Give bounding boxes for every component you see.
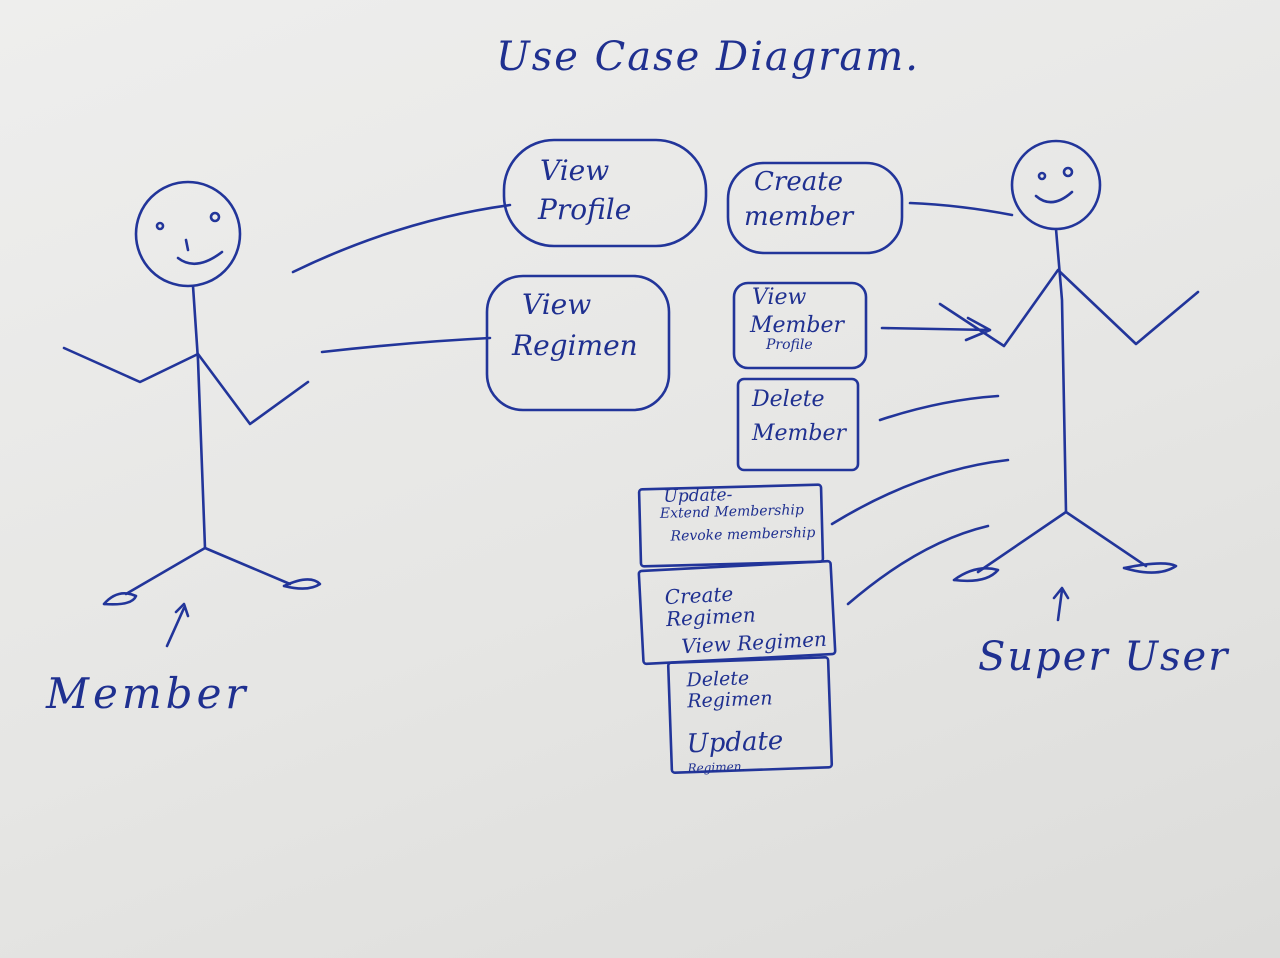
use-case-create-member-oval [726, 161, 904, 255]
use-case-delete-regimen-bottom: Update Regimen. [682, 725, 830, 776]
association-super-user-create-member [908, 201, 1014, 217]
use-case-delete-member-line2: Member [752, 421, 847, 447]
use-case-create-regimen: Create Regimen View Regimen [658, 578, 832, 659]
diagram-title: Use Case Diagram. [496, 34, 920, 80]
actor-label-member: Member [46, 669, 250, 718]
use-case-delete-member: Delete Member [744, 387, 854, 447]
use-case-delete-member-box [736, 377, 860, 472]
use-case-view-regimen-oval [485, 274, 671, 412]
use-case-create-member-line2: member [744, 201, 854, 232]
use-case-update-member: Update- Extend Membership Revoke members… [647, 484, 820, 546]
association-super-user-view-member-profile [880, 316, 992, 342]
actor-label-super-user: Super User [978, 634, 1230, 680]
member-nose [184, 238, 190, 252]
member-arms [62, 346, 310, 426]
super-user-right-foot [1122, 562, 1178, 574]
use-case-view-profile: View Profile [520, 154, 690, 226]
use-case-view-member-profile-line2: Member [750, 313, 845, 339]
super-user-left-foot [952, 567, 1000, 583]
use-case-create-member: Create member [738, 168, 894, 231]
member-right-foot [282, 578, 322, 590]
member-right-eye [209, 211, 221, 223]
use-case-view-regimen-line2: Regimen [512, 328, 638, 362]
use-case-delete-regimen-line2: Update [686, 725, 784, 760]
super-user-legs [976, 510, 1148, 574]
association-member-view-regimen [320, 336, 492, 354]
member-legs [124, 546, 292, 596]
super-user-smile [1034, 190, 1074, 204]
use-case-delete-regimen-line3: Regimen. [687, 759, 746, 776]
use-case-create-regimen-line1: Create Regimen [664, 581, 757, 632]
association-super-user-regimen [846, 524, 990, 606]
use-case-delete-regimen-box [666, 656, 834, 774]
member-body [191, 284, 207, 550]
use-case-view-member-profile-line1: View [752, 285, 807, 310]
use-case-view-regimen: View Regimen [500, 288, 660, 362]
use-case-view-member-profile-line3: Profile [766, 337, 813, 354]
use-case-create-member-line1: Create [754, 167, 844, 197]
use-case-view-member-profile: View Member Profile [740, 285, 864, 354]
member-left-foot [102, 592, 138, 606]
use-case-update-member-box [637, 483, 825, 568]
association-super-user-update-member [830, 458, 1010, 526]
member-actor-figure [62, 180, 322, 648]
use-case-update-member-line2: Extend Membership [659, 501, 805, 522]
super-user-right-eye [1062, 166, 1074, 178]
use-case-view-regimen-line1: View [522, 288, 592, 321]
use-case-delete-regimen: Delete Regimen Update Regimen. [680, 665, 830, 776]
use-case-view-profile-line1: View [540, 154, 610, 187]
member-left-eye [155, 221, 165, 231]
use-case-create-regimen-box [637, 559, 837, 666]
use-case-view-profile-oval [502, 138, 708, 248]
use-case-delete-regimen-line1: Delete Regimen [686, 667, 773, 713]
super-user-head [1010, 139, 1102, 231]
association-member-view-profile [291, 203, 512, 274]
super-user-label-arrow [1052, 586, 1070, 622]
super-user-left-eye [1037, 171, 1047, 181]
member-label-arrow [165, 602, 190, 648]
use-case-view-profile-line2: Profile [538, 192, 632, 226]
use-case-delete-member-line1: Delete [752, 387, 825, 412]
member-head [134, 180, 242, 288]
use-case-view-member-profile-box [732, 281, 868, 370]
association-super-user-delete-member [878, 394, 1000, 422]
super-user-actor-figure [938, 139, 1200, 622]
member-smile [176, 250, 224, 266]
super-user-body [1054, 227, 1068, 514]
